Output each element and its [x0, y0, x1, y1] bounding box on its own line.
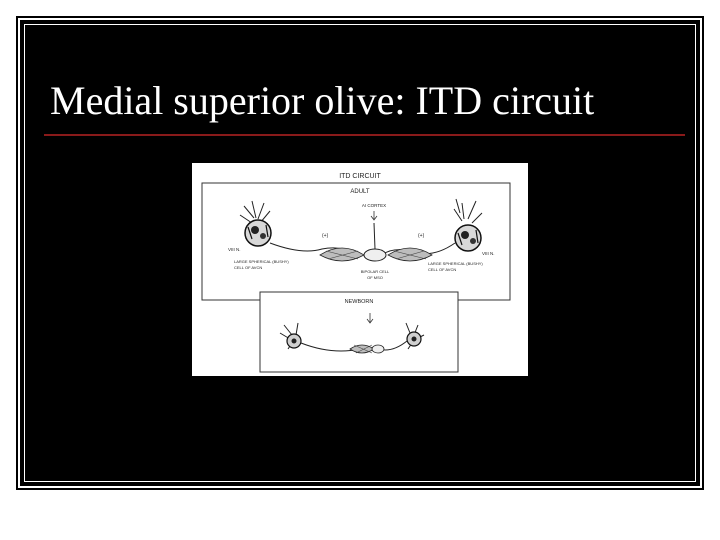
- right-cell-label-2: CELL OF AVCN: [428, 267, 456, 272]
- right-cell-label-1: LARGE SPHERICAL (BUSHY): [428, 261, 483, 266]
- newborn-right-cell: [405, 322, 425, 350]
- left-nerve-label: VIII N.: [228, 247, 241, 252]
- right-input-sign: (+): [418, 233, 425, 239]
- newborn-arrow-icon: [366, 313, 374, 324]
- left-input-sign: (+): [322, 233, 329, 239]
- slide-title: Medial superior olive: ITD circuit: [50, 78, 595, 123]
- cortex-arrow-icon: [370, 211, 378, 221]
- figure-heading: ITD CIRCUIT: [339, 173, 381, 180]
- itd-circuit-diagram: ITD CIRCUIT ADULT AI CORTEX VIII N. LARG…: [201, 173, 511, 373]
- right-bushy-cell: [453, 198, 483, 252]
- left-bushy-cell: [239, 200, 272, 247]
- slide: Medial superior olive: ITD circuit ITD C…: [16, 16, 704, 490]
- title-underline: [44, 134, 685, 136]
- center-cell-label-2: OF MSO: [367, 275, 383, 280]
- newborn-mso-cell: [349, 344, 385, 354]
- adult-panel-label: ADULT: [350, 189, 370, 195]
- newborn-panel-label: NEWBORN: [345, 299, 374, 305]
- itd-circuit-figure: ITD CIRCUIT ADULT AI CORTEX VIII N. LARG…: [192, 163, 528, 376]
- left-cell-label-2: CELL OF AVCN: [234, 265, 262, 270]
- left-cell-label-1: LARGE SPHERICAL (BUSHY): [234, 259, 289, 264]
- newborn-left-cell: [279, 322, 302, 350]
- right-nerve-label: VIII N.: [482, 251, 495, 256]
- center-cell-label-1: BIPOLAR CELL: [361, 269, 390, 274]
- mso-bipolar-cell: [319, 222, 433, 262]
- newborn-panel: [259, 291, 459, 373]
- cortex-label: AI CORTEX: [362, 203, 386, 208]
